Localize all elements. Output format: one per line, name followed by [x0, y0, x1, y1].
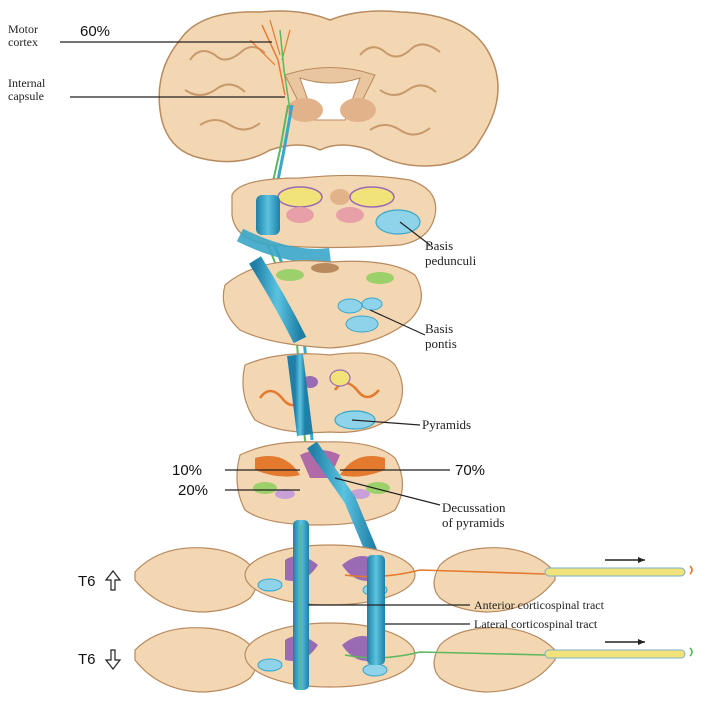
- spinal-cord-upper: [134, 544, 693, 613]
- pyramids-label: Pyramids: [422, 417, 471, 432]
- basis-pontis-line2: pontis: [425, 336, 457, 351]
- percent-70-label: 70%: [455, 462, 485, 479]
- t6-upper-label: T6: [78, 573, 96, 590]
- medulla-section: [242, 352, 404, 436]
- up-arrow-icon: [104, 570, 122, 591]
- motor-cortex-line1: Motor: [8, 22, 38, 36]
- percent-10-label: 10%: [172, 462, 202, 479]
- spinal-cord-lower: [134, 622, 693, 693]
- spinal-tracts: [293, 520, 385, 690]
- brain-section: [158, 10, 499, 167]
- decussation-line1: Decussation: [442, 500, 506, 515]
- anterior-corticospinal-label: Anterior corticospinal tract: [474, 598, 605, 612]
- leader-lines: [60, 41, 470, 625]
- internal-capsule-line2: capsule: [8, 89, 44, 103]
- decussation-line2: of pyramids: [442, 515, 504, 530]
- percent-20-label: 20%: [178, 482, 208, 499]
- motor-cortex-percent: 60%: [80, 23, 110, 40]
- basis-pedunculi-line2: pedunculi: [425, 253, 477, 268]
- basis-pedunculi-line1: Basis: [425, 238, 453, 253]
- down-arrow-icon: [104, 649, 122, 670]
- lateral-corticospinal-label: Lateral corticospinal tract: [474, 617, 598, 631]
- motor-cortex-line2: cortex: [8, 35, 38, 49]
- midbrain-section: [231, 174, 437, 263]
- basis-pontis-line1: Basis: [425, 321, 453, 336]
- t6-lower-label: T6: [78, 651, 96, 668]
- decussation-section: [236, 440, 404, 563]
- internal-capsule-line1: Internal: [8, 76, 46, 90]
- pons-section: [222, 256, 422, 349]
